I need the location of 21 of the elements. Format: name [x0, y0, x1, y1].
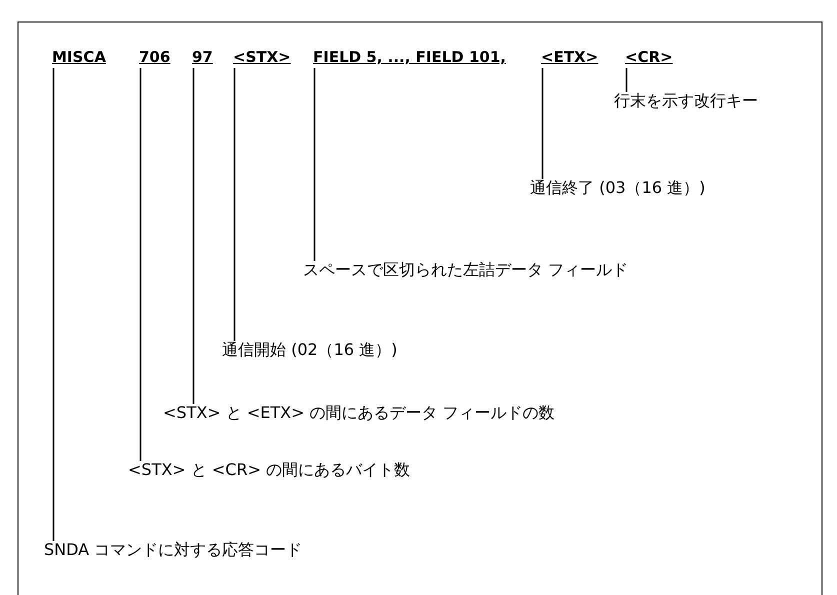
leader-line — [192, 68, 194, 404]
message-field: FIELD 5, ..., FIELD 101, — [313, 48, 506, 66]
description-text: 行末を示す改行キー — [614, 91, 758, 110]
leader-line — [314, 68, 316, 261]
description-text: スペースで区切られた左詰データ フィールド — [303, 260, 628, 280]
description-text: 通信終了 (03（16 進）) — [530, 178, 706, 198]
message-field: <STX> — [233, 48, 291, 66]
leader-line — [52, 68, 54, 541]
description-text: SNDA コマンドに対する応答コード — [44, 540, 302, 560]
description-text: 通信開始 (02（16 進）) — [222, 340, 398, 360]
leader-line — [542, 68, 544, 179]
message-field: <CR> — [625, 48, 673, 66]
message-field: <ETX> — [541, 48, 598, 66]
leader-line — [626, 68, 628, 92]
leader-line — [234, 68, 236, 341]
message-field: 97 — [192, 48, 213, 66]
message-field: 706 — [139, 48, 170, 66]
message-field: MISCA — [52, 48, 106, 66]
description-text: <STX> と <ETX> の間にあるデータ フィールドの数 — [163, 403, 555, 422]
leader-line — [140, 68, 142, 461]
description-text: <STX> と <CR> の間にあるバイト数 — [128, 460, 410, 480]
